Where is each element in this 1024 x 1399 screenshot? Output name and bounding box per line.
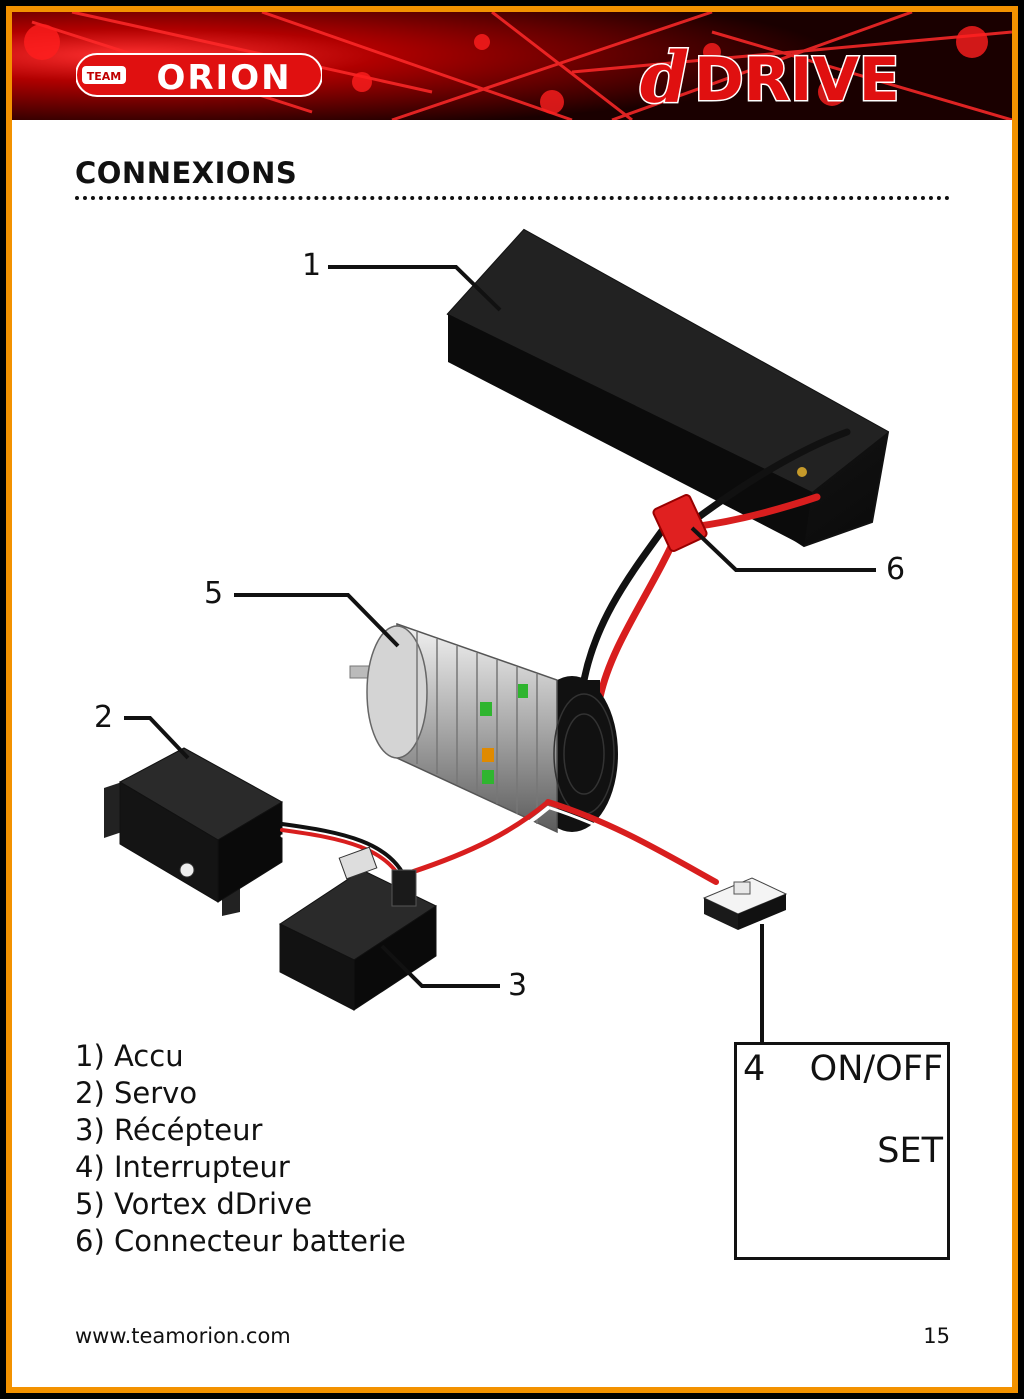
switch-detail-box: 4 ON/OFF SET [734, 1042, 950, 1260]
switch-set-label: SET [877, 1131, 943, 1171]
legend-item-connecteur-batterie: 6) Connecteur batterie [75, 1224, 406, 1258]
power-switch [702, 877, 788, 930]
receiver [278, 846, 438, 1011]
callout-5: 5 [204, 576, 224, 611]
logo-drive-text: DRIVE [694, 45, 900, 115]
battery-connector [652, 494, 708, 552]
ddrive-logo: d DRIVE [634, 35, 954, 121]
logo-team-text: TEAM [87, 70, 121, 83]
manual-page: TEAM ORION d DRIVE CONNEXIONS [12, 12, 1012, 1387]
switch-box-number: 4 [743, 1049, 766, 1089]
servo [104, 747, 284, 916]
callout-6: 6 [886, 552, 906, 587]
title-divider [75, 196, 950, 200]
logo-orion-text: ORION [156, 58, 291, 98]
logo-d-prefix: d [640, 36, 689, 116]
switch-on-off-label: ON/OFF [809, 1049, 943, 1089]
legend-item-interrupteur: 4) Interrupteur [75, 1150, 290, 1184]
header-banner: TEAM ORION d DRIVE [12, 12, 1012, 120]
component-legend: 1) Accu 2) Servo 3) Récépteur 4) Interru… [75, 1038, 406, 1260]
page-title: CONNEXIONS [75, 156, 298, 190]
callout-3: 3 [508, 968, 528, 1003]
motor-vortex-ddrive [349, 622, 618, 834]
callout-lines [124, 265, 876, 1042]
legend-item-recepteur: 3) Récépteur [75, 1113, 263, 1147]
team-orion-logo: TEAM ORION [76, 52, 322, 98]
signal-wires [280, 799, 719, 892]
legend-item-servo: 2) Servo [75, 1076, 198, 1110]
legend-item-accu: 1) Accu [75, 1039, 184, 1073]
footer-website: www.teamorion.com [75, 1324, 291, 1348]
page-number: 15 [923, 1324, 950, 1348]
legend-item-vortex-ddrive: 5) Vortex dDrive [75, 1187, 313, 1221]
callout-2: 2 [94, 700, 114, 735]
callout-1: 1 [302, 248, 322, 283]
battery-pack [446, 228, 890, 548]
